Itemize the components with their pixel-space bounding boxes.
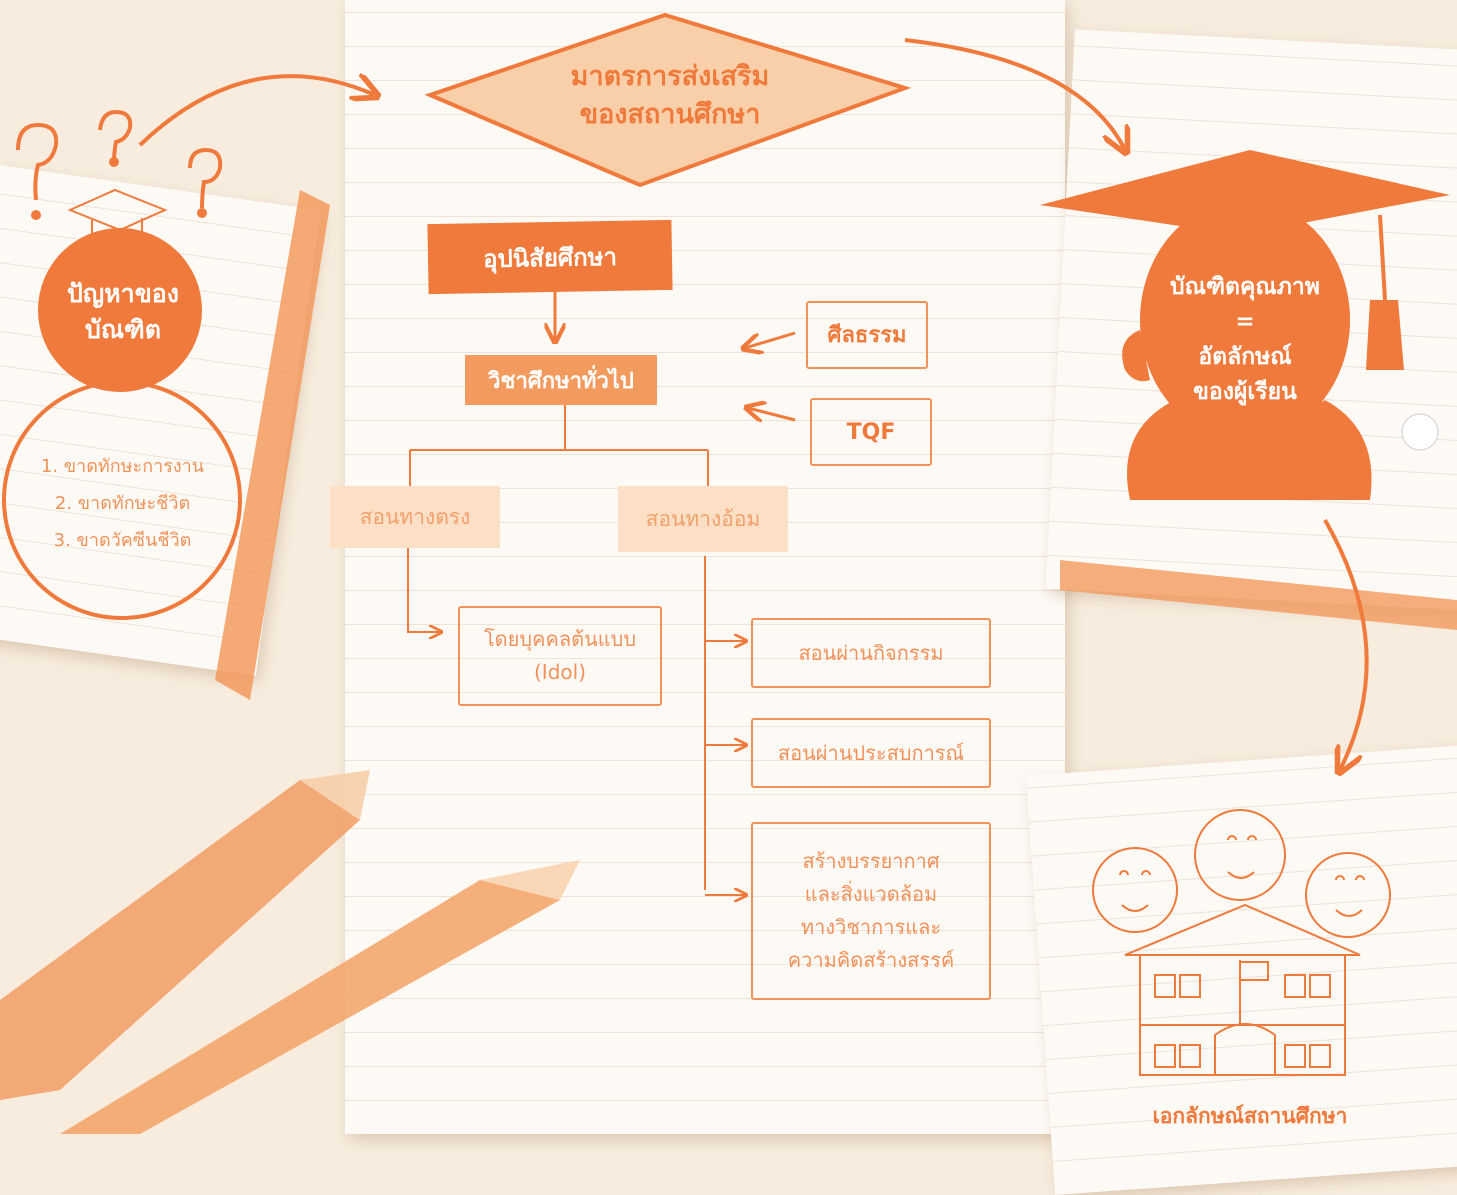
- diagram-canvas: [0, 12, 1457, 1134]
- morality-label: ศีลธรรม: [827, 322, 907, 348]
- problem-item: 2. ขาดทักษะชีวิต: [54, 493, 191, 514]
- arrow-morality: [745, 331, 796, 348]
- graduate-line1: บัณฑิตคุณภาพ: [1170, 274, 1320, 300]
- arrow-problem-to-measure: [138, 76, 375, 147]
- morality-box: ศีลธรรม: [806, 301, 928, 369]
- indirect-branch: สอนทางอ้อม: [618, 486, 788, 552]
- tqf-box: TQF: [810, 398, 932, 466]
- problem-item: 3. ขาดวัคซีนชีวิต: [53, 530, 192, 551]
- institution-caption: เอกลักษณ์สถานศึกษา: [1152, 1104, 1348, 1128]
- environment-line2: และสิ่งแวดล้อม: [804, 882, 938, 906]
- idol-line1: โดยบุคคลต้นแบบ: [483, 627, 637, 651]
- problem-list: 1. ขาดทักษะการงาน 2. ขาดทักษะชีวิต 3. ขา…: [20, 448, 225, 559]
- kids-school-icon: [1092, 809, 1391, 1076]
- experience-label: สอนผ่านประสบการณ์: [777, 740, 965, 765]
- habit-box: อุปนิสัยศึกษา: [427, 219, 673, 295]
- idol-box: โดยบุคคลต้นแบบ (Idol): [458, 606, 662, 706]
- activity-box: สอนผ่านกิจกรรม: [751, 618, 991, 688]
- tqf-label: TQF: [846, 419, 896, 445]
- arrow-tqf: [748, 408, 796, 420]
- environment-line4: ความคิดสร้างสรรค์: [787, 948, 955, 972]
- graduate-text: บัณฑิตคุณภาพ = อัตลักษณ์ ของผู้เรียน: [1150, 270, 1340, 410]
- problem-title-circle: [38, 228, 202, 392]
- indirect-label: สอนทางอ้อม: [645, 506, 761, 531]
- pencil-decoration: [0, 770, 580, 1134]
- activity-label: สอนผ่านกิจกรรม: [798, 640, 944, 665]
- right-card-edge: [1060, 560, 1457, 630]
- split-connector: [407, 405, 745, 895]
- general-label: วิชาศึกษาทั่วไป: [488, 368, 634, 394]
- problem-title-line1: ปัญหาของ: [67, 279, 179, 308]
- left-card-edge: [215, 190, 330, 700]
- page-corner-dot: [1401, 413, 1439, 451]
- environment-box: สร้างบรรยากาศ และสิ่งแวดล้อม ทางวิชาการแ…: [751, 822, 991, 1000]
- arrow-measure-to-graduate: [904, 38, 1125, 150]
- general-box: วิชาศึกษาทั่วไป: [465, 355, 657, 405]
- graduate-silhouette-icon: [1040, 150, 1450, 500]
- graduate-line4: ของผู้เรียน: [1193, 379, 1297, 405]
- environment-line3: ทางวิชาการและ: [800, 915, 942, 939]
- problem-item: 1. ขาดทักษะการงาน: [40, 456, 205, 477]
- problem-title-line2: บัณฑิต: [84, 315, 162, 344]
- problem-title: ปัญหาของ บัณฑิต: [48, 276, 198, 348]
- habit-label: อุปนิสัยศึกษา: [482, 242, 618, 273]
- measure-title: มาตรการส่งเสริม ของสถานศึกษา: [520, 58, 820, 134]
- graduate-line3: อัตลักษณ์: [1198, 344, 1292, 370]
- direct-label: สอนทางตรง: [359, 504, 471, 529]
- direct-branch: สอนทางตรง: [330, 486, 500, 548]
- environment-line1: สร้างบรรยากาศ: [802, 849, 940, 873]
- question-marks-icon: [16, 109, 223, 220]
- measure-line1: มาตรการส่งเสริม: [570, 61, 770, 92]
- arrow-graduate-to-institution: [1323, 519, 1369, 770]
- graduate-line2: =: [1235, 309, 1255, 335]
- experience-box: สอนผ่านประสบการณ์: [751, 718, 991, 788]
- measure-line2: ของสถานศึกษา: [579, 99, 761, 130]
- idol-line2: (Idol): [534, 660, 586, 684]
- measure-diamond: [424, 12, 912, 188]
- problem-list-circle: [2, 380, 242, 620]
